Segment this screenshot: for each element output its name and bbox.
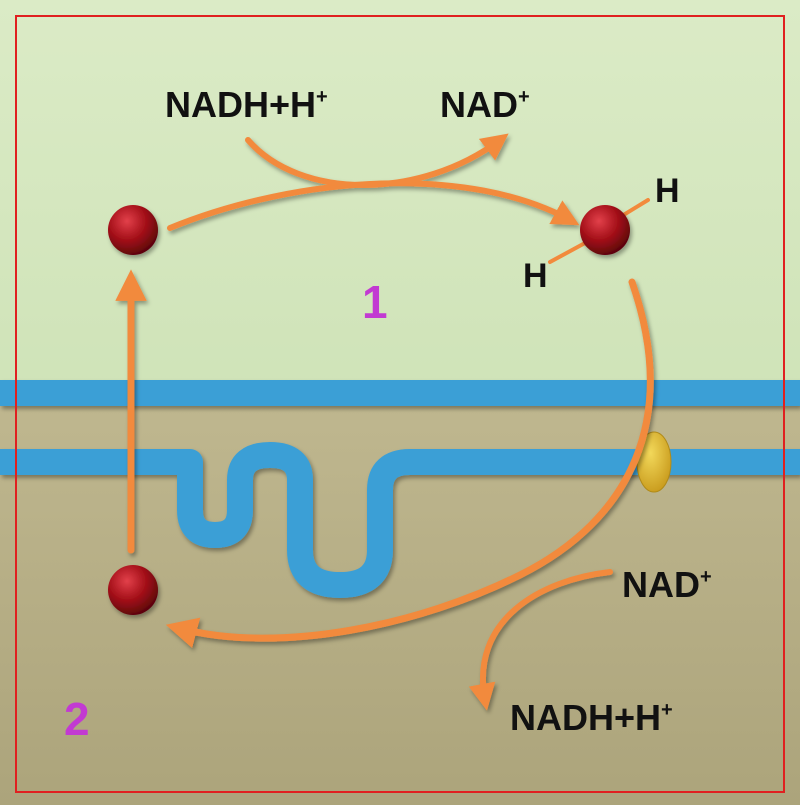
arrow-reduced-down-through-protein <box>165 278 654 649</box>
label-hydrogen-left: H <box>523 257 548 295</box>
arrow-nadh-to-nad <box>245 133 509 188</box>
frame-border <box>15 15 785 793</box>
label-top-nadh: NADH+H+ <box>165 84 328 125</box>
molecule-bottom-left <box>108 565 158 615</box>
molecule-reduced <box>580 205 630 255</box>
membrane-inner-layer <box>0 442 800 598</box>
label-bottom-nadh: NADH+H+ <box>510 697 673 738</box>
arrow-nad-to-nadh <box>468 569 613 711</box>
label-bottom-nad: NAD+ <box>622 564 712 605</box>
step-number-1: 1 <box>362 276 388 328</box>
step-number-2: 2 <box>64 693 90 745</box>
reaction-arrows <box>115 133 654 711</box>
membrane-outer-layer <box>0 380 800 406</box>
label-hydrogen-top: H <box>655 172 680 210</box>
bond-left-h <box>548 241 587 264</box>
label-top-nad: NAD+ <box>440 84 530 125</box>
molecule-top-left <box>108 205 158 255</box>
upper-compartment <box>0 0 800 400</box>
